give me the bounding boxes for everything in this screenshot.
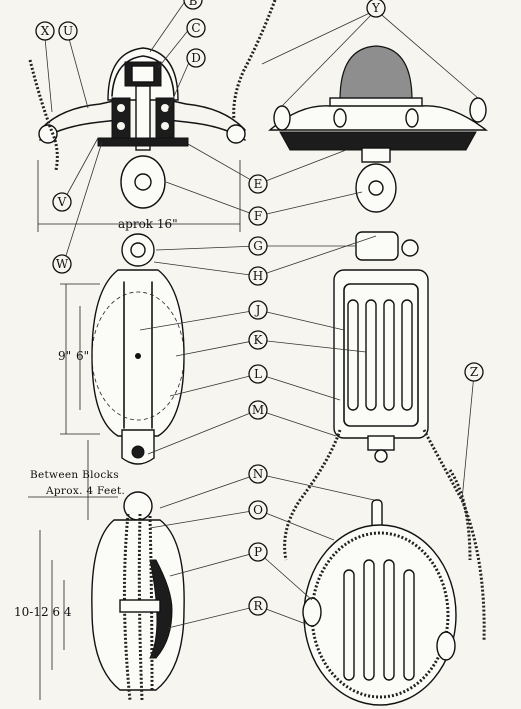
callout-m-label: M — [252, 403, 264, 417]
callout-o-label: O — [253, 503, 263, 517]
callout-x: X — [35, 21, 55, 41]
callout-k-label: K — [254, 333, 264, 347]
callout-y: Y — [366, 0, 386, 18]
note-line-1: Between Blocks — [30, 469, 119, 481]
note-line-2: Aprox. 4 Feet. — [45, 485, 125, 497]
callout-m: M — [248, 400, 268, 420]
callout-r-label: R — [253, 599, 263, 613]
callout-p: P — [248, 542, 268, 562]
four-slot-block — [333, 231, 429, 463]
callout-l-label: L — [254, 367, 262, 381]
callout-p-label: P — [254, 545, 262, 559]
callout-g-label: G — [253, 239, 263, 253]
width-dimension-label: aprok 16" — [118, 217, 178, 231]
callout-v-label: V — [57, 195, 67, 209]
callout-g: G — [248, 236, 268, 256]
callout-n: N — [248, 464, 268, 484]
callout-j: J — [248, 300, 268, 320]
lower-block-dimension-label: 10-12 6 4 — [14, 605, 72, 619]
swivel-hub-assembly — [28, 0, 277, 209]
callout-d: D — [186, 48, 206, 68]
callout-x-label: X — [41, 24, 50, 38]
rope-wound-block — [91, 491, 185, 701]
callout-w-label: W — [56, 257, 69, 271]
callout-z: Z — [464, 362, 484, 382]
block-height-dimension: 9" 6" — [58, 283, 100, 435]
callout-v: V — [52, 192, 72, 212]
callout-e: E — [248, 174, 268, 194]
callout-f-label: F — [254, 209, 262, 223]
callout-e-label: E — [254, 177, 263, 191]
width-dimension: aprok 16" — [37, 160, 241, 232]
callout-l: L — [248, 364, 268, 384]
callout-k: K — [248, 330, 268, 350]
single-sheave-block — [91, 233, 185, 465]
callout-z-label: Z — [470, 365, 478, 379]
callout-c: C — [186, 18, 206, 38]
callout-b: B — [183, 0, 203, 10]
block-height-label-a: 9" — [58, 349, 71, 363]
callout-b-label: B — [189, 0, 198, 8]
callout-h-label: H — [253, 269, 263, 283]
callout-w: W — [52, 254, 72, 274]
callout-f: F — [248, 206, 268, 226]
callout-r: R — [248, 596, 268, 616]
block-height-label-b: 6" — [76, 349, 89, 363]
callout-y-label: Y — [371, 1, 381, 15]
callout-u-label: U — [63, 24, 73, 38]
callout-c-label: C — [191, 21, 200, 35]
callout-n-label: N — [253, 467, 264, 481]
callout-u: U — [58, 21, 78, 41]
callout-h: H — [248, 266, 268, 286]
dome-hub-assembly — [268, 45, 489, 213]
callout-d-label: D — [191, 51, 201, 65]
callout-j-label: J — [254, 303, 261, 317]
rope-slings — [283, 429, 486, 641]
lower-block-dimension: 10-12 6 4 — [14, 530, 72, 700]
leader-lines — [44, 0, 479, 629]
slotted-round-block — [302, 499, 457, 706]
callout-o: O — [248, 500, 268, 520]
between-blocks-note: Between Blocks Aprox. 4 Feet. — [28, 440, 125, 520]
